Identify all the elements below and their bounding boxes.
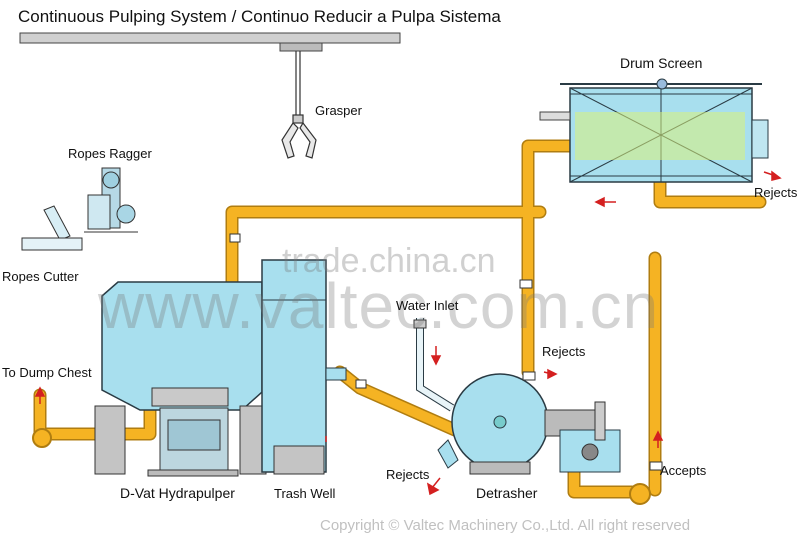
label-ropes-cutter: Ropes Cutter [2,269,79,284]
label-rejects-mid: Rejects [542,344,586,359]
detrasher [437,373,621,475]
watermark-large: www.valtec.com.cn [98,270,660,342]
ropes-cutter [21,205,83,251]
label-ropes-ragger: Ropes Ragger [68,146,152,161]
label-water-inlet: Water Inlet [396,298,459,313]
valves [229,233,663,471]
label-accepts: Accepts [660,463,707,478]
grasper-icon [281,51,317,159]
crane-rail [19,32,401,52]
label-rejects-bottom: Rejects [386,467,430,482]
label-dvat-hydrapulper: D-Vat Hydrapulper [120,485,235,501]
dvat-hydrapulper [94,281,267,477]
trash-well [261,259,347,475]
water-inlet-pipe [413,318,455,412]
label-detrasher: Detrasher [476,485,538,501]
label-drum-screen: Drum Screen [620,55,703,71]
label-to-dump-chest: To Dump Chest [2,365,92,380]
label-rejects-top: Rejects [754,185,798,200]
pipe-network [33,139,767,499]
diagram-title: Continuous Pulping System / Continuo Red… [18,7,501,26]
flow-arrows [34,170,782,496]
ropes-ragger [84,167,138,233]
label-grasper: Grasper [315,103,362,118]
accepts-pump [629,483,651,505]
drum-screen [539,78,769,183]
dump-chest-pump [32,428,52,448]
label-trash-well: Trash Well [274,486,336,501]
watermark-small: trade.china.cn [282,242,496,280]
copyright-notice: Copyright © Valtec Machinery Co.,Ltd. Al… [320,517,691,534]
